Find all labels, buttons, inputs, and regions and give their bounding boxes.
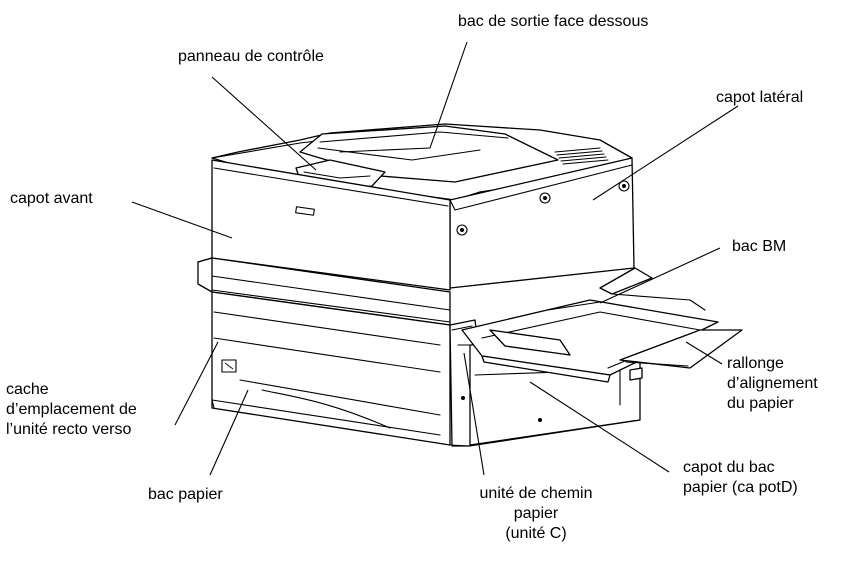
label-duplex-unit-slot-cover: cache d’emplacement de l’unité recto ver… bbox=[6, 381, 137, 438]
vent-grill bbox=[554, 147, 609, 165]
label-paper-tray: bac papier bbox=[148, 486, 223, 503]
front-cover bbox=[211, 159, 451, 291]
label-paper-tray-cover: capot du bac papier (ca potD) bbox=[683, 459, 798, 496]
label-paper-path-unit: unité de chemin papier (unité C) bbox=[479, 485, 593, 542]
label-front-cover: capot avant bbox=[10, 190, 93, 207]
label-paper-alignment-extension: rallonge d’alignement du papier bbox=[727, 355, 818, 412]
label-face-down-tray: bac de sortie face dessous bbox=[458, 13, 649, 30]
paper-alignment-extension bbox=[619, 329, 743, 369]
label-side-cover: capot latéral bbox=[716, 89, 804, 106]
mp-tray bbox=[461, 267, 743, 383]
leader-lines bbox=[131, 41, 739, 476]
label-control-panel: panneau de contrôle bbox=[178, 48, 324, 65]
label-mp-tray: bac BM bbox=[732, 238, 787, 255]
left-side-tab bbox=[197, 257, 213, 293]
